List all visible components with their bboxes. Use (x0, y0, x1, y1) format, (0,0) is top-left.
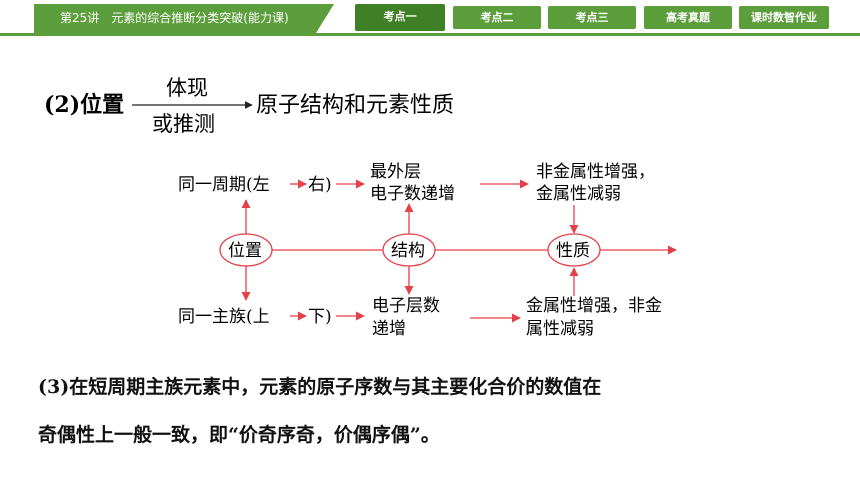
section2-prefix: (2)位置 (44, 92, 124, 118)
row-top-end: 右) (308, 175, 332, 195)
header-divider (0, 33, 860, 36)
row-top-mid-1: 最外层 (370, 162, 421, 182)
row-top-mid-2: 电子数递增 (370, 184, 455, 204)
slide-content: (2)位置 体现 或推测 原子结构和元素性质 同一周期(左 右) 最外层 电子数… (0, 36, 860, 484)
node-structure-label: 结构 (391, 241, 425, 261)
row-top-start: 同一周期(左 (178, 175, 270, 195)
section2-arrow-bottom: 或推测 (152, 112, 215, 136)
section3-line2: 奇偶性上一般一致，即“价奇序奇，价偶序偶”。 (38, 424, 440, 446)
section3-line1: (3)在短周期主族元素中，元素的原子序数与其主要化合价的数值在 (38, 376, 602, 398)
lesson-title: 第25讲 元素的综合推断分类突破(能力课) (34, 4, 334, 33)
header-bar: 第25讲 元素的综合推断分类突破(能力课) 考点一 考点二 考点三 高考真题 课… (0, 0, 860, 36)
tab-kaodian-3[interactable]: 考点三 (548, 6, 636, 29)
row-bottom-mid-1: 电子层数 (372, 296, 440, 316)
row-bottom-start: 同一主族(上 (178, 307, 270, 327)
row-bottom-mid-2: 递增 (372, 319, 406, 339)
tab-kaodian-1[interactable]: 考点一 (355, 4, 445, 31)
node-property-label: 性质 (556, 241, 590, 261)
row-top-result-2: 金属性减弱 (536, 184, 621, 204)
tab-gaokao-zhenti[interactable]: 高考真题 (644, 6, 732, 29)
tab-kaodian-2[interactable]: 考点二 (453, 6, 541, 29)
node-position-label: 位置 (228, 241, 262, 261)
tab-keshi-zuoye[interactable]: 课时数智作业 (739, 6, 829, 29)
row-bottom-end: 下) (308, 307, 332, 327)
relation-diagram: (2)位置 体现 或推测 原子结构和元素性质 同一周期(左 右) 最外层 电子数… (44, 76, 677, 339)
section2-suffix: 原子结构和元素性质 (256, 93, 454, 118)
section2-arrow-top: 体现 (166, 76, 208, 100)
row-bottom-result-2: 属性减弱 (526, 319, 594, 339)
row-top-result-1: 非金属性增强， (536, 162, 655, 182)
row-bottom-result-1: 金属性增强，非金 (526, 296, 662, 316)
